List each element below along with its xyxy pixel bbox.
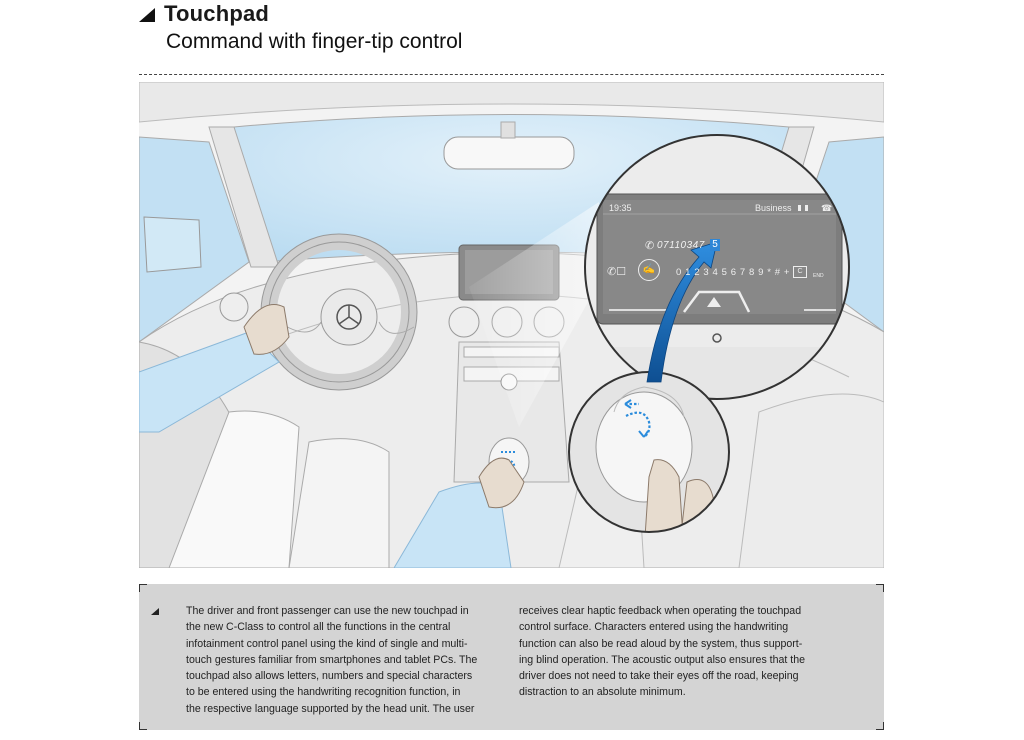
- triangle-bullet-icon: [151, 608, 159, 615]
- clear-key: C: [793, 266, 807, 278]
- triangle-bullet-icon: [139, 8, 155, 22]
- highlighted-digit: 5: [710, 239, 720, 251]
- page-title: Touchpad: [164, 1, 270, 26]
- dialed-number: 07110347: [657, 240, 705, 251]
- signal-bars-icon: [798, 205, 814, 211]
- keypad-row: 0 1 2 3 4 5 6 7 8 9 * # +: [676, 267, 791, 278]
- page-subtitle: Command with finger-tip control: [166, 30, 463, 53]
- top-divider: [139, 74, 884, 75]
- handwriting-icon: ✍: [638, 259, 660, 281]
- description-column-2: receives clear haptic feedback when oper…: [519, 605, 806, 699]
- phone-icon: ✆: [645, 240, 655, 252]
- description-column-1: The driver and front passenger can use t…: [186, 605, 478, 715]
- cockpit-drawing: [139, 82, 884, 568]
- cockpit-illustration: 19:35 Business ☎ ✆ 07110347 5 ✆☐ ✍ 0 1 2…: [139, 82, 884, 568]
- screen-profile: Business: [755, 203, 792, 213]
- screen-time: 19:35: [609, 203, 632, 213]
- title-row: Touchpad: [139, 0, 269, 28]
- call-list-icon: ✆☐: [607, 266, 627, 278]
- description-box: The driver and front passenger can use t…: [139, 584, 884, 730]
- end-key: END: [813, 273, 824, 279]
- phone-hangup-icon: ☎: [821, 203, 833, 213]
